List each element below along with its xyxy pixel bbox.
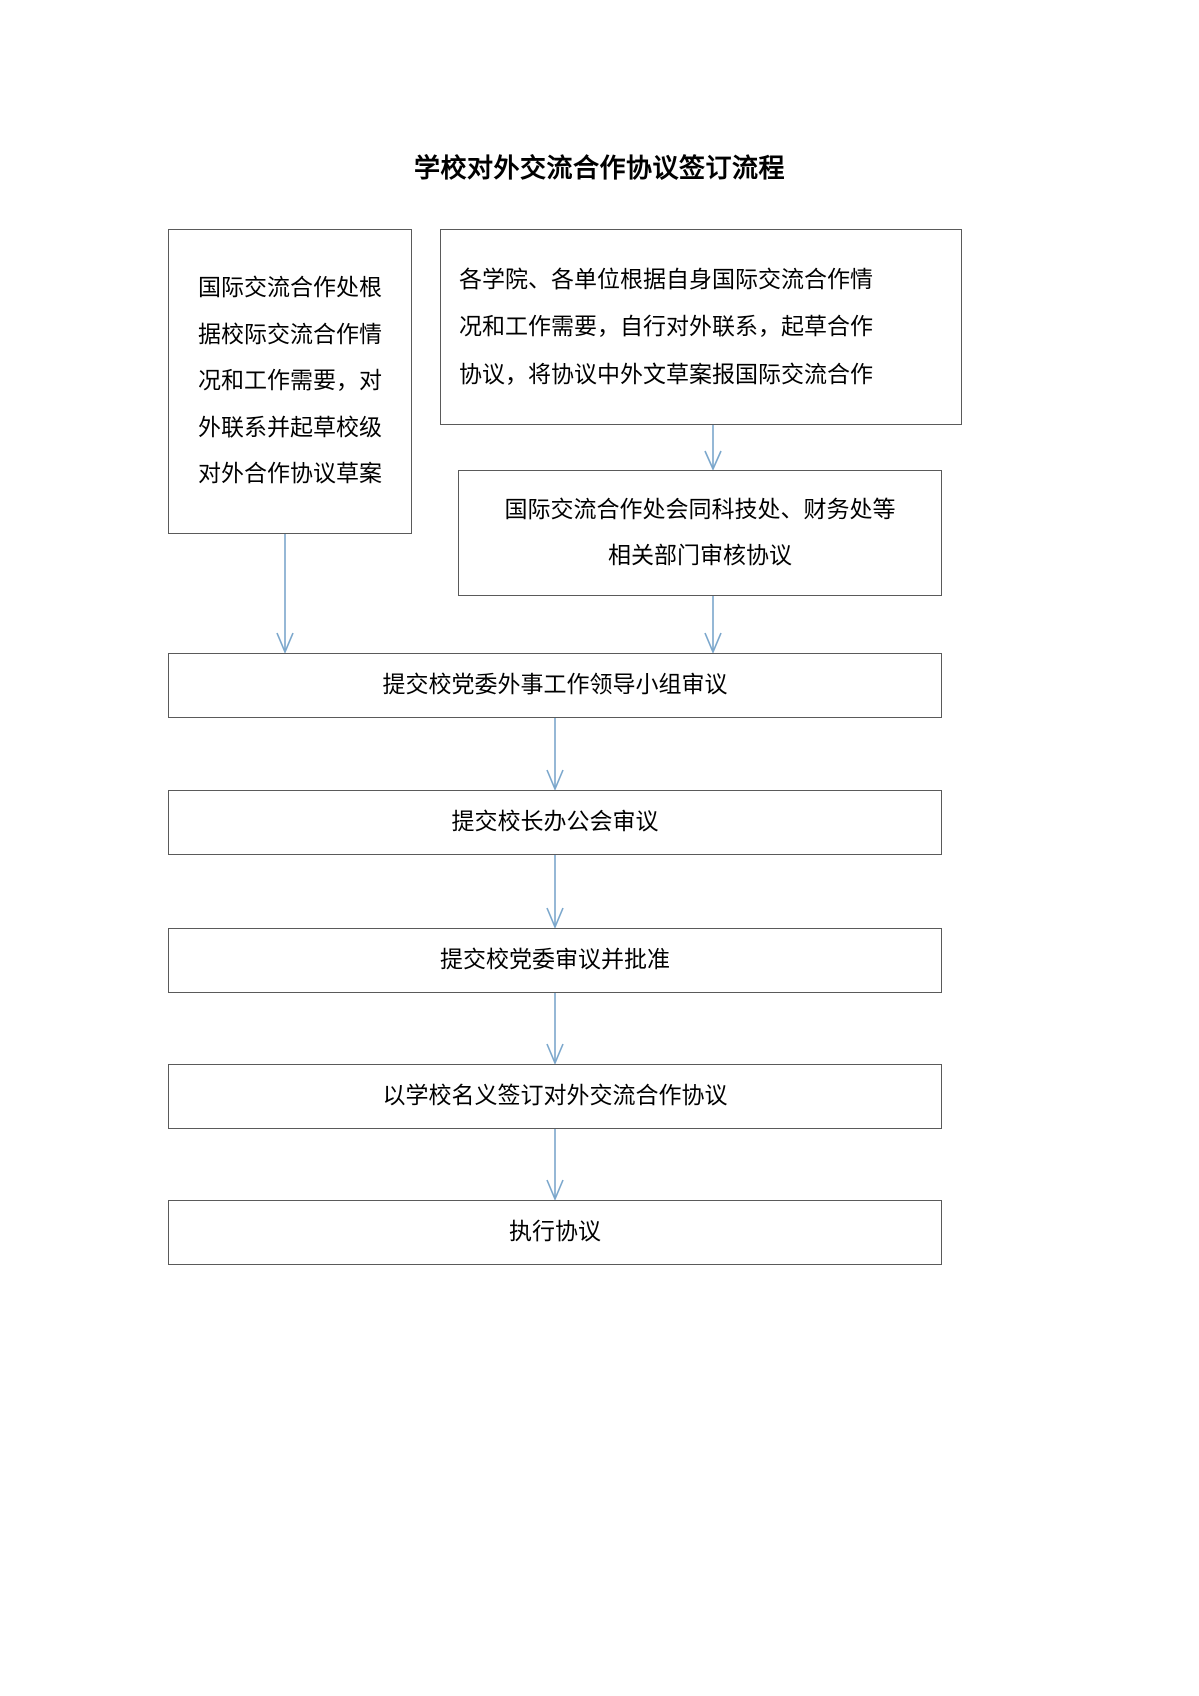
flow-box-line: 提交校长办公会审议	[451, 809, 659, 835]
flow-box-execute-agreement: 执行协议	[168, 1200, 942, 1265]
down-arrow-icon	[544, 855, 566, 928]
flow-box-line: 国际交流合作处会同科技处、财务处等	[504, 497, 896, 522]
flow-box-line: 外联系并起草校级	[198, 414, 382, 440]
flow-box-line: 相关部门审核协议	[608, 543, 792, 568]
flow-box-departments-review: 国际交流合作处会同科技处、财务处等 相关部门审核协议	[458, 470, 942, 596]
flow-box-colleges-units-draft: 各学院、各单位根据自身国际交流合作情 况和工作需要，自行对外联系，起草合作 协议…	[440, 229, 962, 425]
down-arrow-icon	[702, 596, 724, 653]
flow-box-line: 以学校名义签订对外交流合作协议	[382, 1083, 728, 1109]
flow-box-presidents-office-meeting: 提交校长办公会审议	[168, 790, 942, 855]
down-arrow-icon	[544, 1129, 566, 1200]
down-arrow-icon	[702, 425, 724, 470]
flow-box-line: 国际交流合作处根	[198, 275, 382, 301]
flow-box-line: 执行协议	[509, 1219, 601, 1245]
flow-box-party-committee-foreign-affairs-group: 提交校党委外事工作领导小组审议	[168, 653, 942, 718]
down-arrow-icon	[544, 993, 566, 1064]
flow-box-line: 况和工作需要，对	[198, 368, 382, 394]
flow-box-party-committee-approval: 提交校党委审议并批准	[168, 928, 942, 993]
flow-box-sign-agreement: 以学校名义签订对外交流合作协议	[168, 1064, 942, 1129]
down-arrow-icon	[544, 718, 566, 790]
flow-box-line: 况和工作需要，自行对外联系，起草合作	[459, 314, 873, 340]
flow-box-international-office-draft: 国际交流合作处根 据校际交流合作情 况和工作需要，对 外联系并起草校级 对外合作…	[168, 229, 412, 534]
flow-box-line: 对外合作协议草案	[198, 461, 382, 487]
page-title: 学校对外交流合作协议签订流程	[413, 153, 785, 183]
flow-box-line: 提交校党委外事工作领导小组审议	[382, 672, 728, 698]
flow-box-line: 据校际交流合作情	[198, 321, 382, 347]
down-arrow-icon	[274, 534, 296, 653]
flow-box-line: 各学院、各单位根据自身国际交流合作情	[459, 266, 873, 292]
flow-box-line: 提交校党委审议并批准	[440, 947, 670, 973]
flow-box-line: 协议，将协议中外文草案报国际交流合作	[459, 361, 873, 387]
